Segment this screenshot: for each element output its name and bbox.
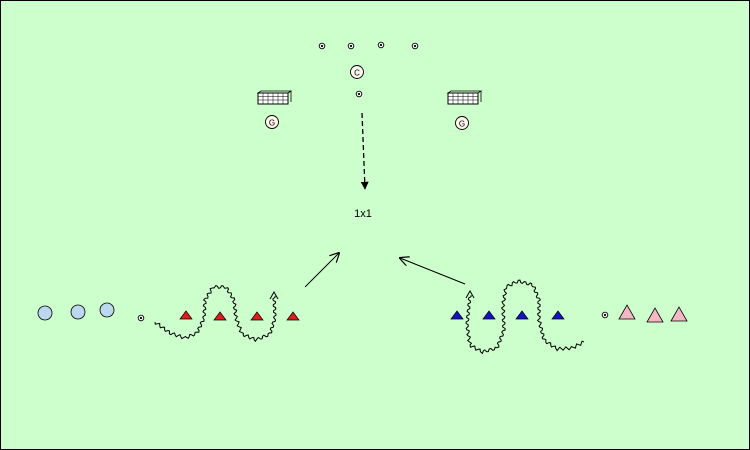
- dribble-path-left: [154, 284, 277, 343]
- dribble-arrow-right: [465, 289, 475, 299]
- cone-icon: [450, 310, 464, 320]
- ball-icon: [318, 42, 326, 50]
- goalkeeper-left-label: G: [269, 118, 275, 127]
- player-icon: [670, 306, 688, 322]
- player-icon: [646, 307, 664, 323]
- ball-icon: [411, 42, 419, 50]
- cone-icon: [179, 310, 193, 320]
- cone-icon: [482, 310, 496, 320]
- ball-icon: [137, 314, 145, 322]
- dribble-path-right: [465, 279, 585, 355]
- player-icon: [99, 302, 115, 318]
- player-icon: [70, 304, 86, 320]
- goalkeeper-right: G: [455, 116, 469, 130]
- goalkeeper-right-label: G: [459, 119, 465, 128]
- cone-icon: [515, 310, 529, 320]
- coach-player: C: [350, 65, 364, 79]
- goalkeeper-left: G: [265, 115, 279, 129]
- player-icon: [618, 304, 636, 320]
- ball-icon: [355, 90, 363, 98]
- cone-icon: [250, 311, 264, 321]
- drill-label: 1x1: [354, 208, 372, 220]
- player-icon: [37, 305, 53, 321]
- cone-icon: [286, 311, 300, 321]
- cone-icon: [551, 310, 565, 320]
- cone-icon: [213, 311, 227, 321]
- ball-icon: [377, 41, 385, 49]
- coach-label: C: [354, 68, 360, 77]
- run-arrow-left: [304, 253, 339, 288]
- ball-icon: [601, 311, 609, 319]
- run-arrow-right: [400, 258, 466, 285]
- goal-icon: [446, 90, 483, 105]
- dribble-arrow-left: [269, 290, 279, 300]
- ball-icon: [347, 42, 355, 50]
- pass-arrow: [360, 112, 369, 190]
- goal-icon: [256, 90, 293, 105]
